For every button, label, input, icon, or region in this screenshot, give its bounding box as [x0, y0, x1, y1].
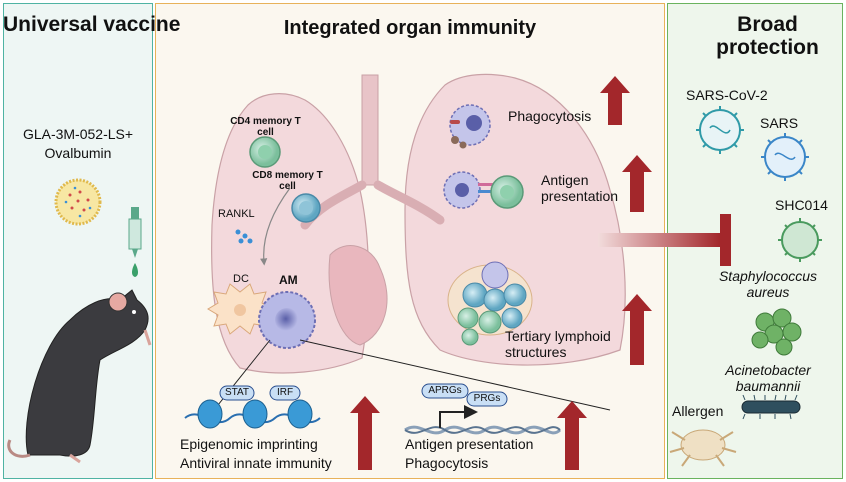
epigenomic-label: Epigenomic imprinting — [180, 436, 318, 452]
middle-panel-title: Integrated organ immunity — [283, 17, 537, 39]
stat-label: STAT — [224, 387, 250, 398]
acinetobacter-label: Acinetobacter baumannii — [725, 362, 811, 394]
dna-gene-icon — [404, 383, 562, 435]
antiviral-label: Antiviral innate immunity — [180, 455, 332, 471]
tls-label: Tertiary lymphoid structures — [505, 328, 611, 360]
cd4-label: CD4 memory T cell — [230, 116, 301, 138]
rankl-molecules-icon — [235, 229, 253, 244]
sars-label: SARS — [760, 115, 799, 131]
rankl-label: RANKL — [218, 208, 255, 220]
shc014-icon — [778, 218, 822, 262]
sars-cov-2-label: SARS-CoV-2 — [686, 87, 768, 103]
heart — [328, 245, 388, 346]
antigen-presentation-icon — [443, 171, 524, 209]
mouse-icon — [7, 289, 152, 464]
aprgs-label: APRGs — [428, 385, 462, 396]
inhibition-arrow — [598, 214, 731, 266]
nanoparticle-icon — [54, 178, 102, 226]
dc-label: DC — [233, 273, 249, 285]
alveolar-macrophage-icon — [258, 291, 316, 349]
phagocytosis-label: Phagocytosis — [508, 108, 592, 124]
sars-icon — [761, 133, 809, 181]
cd8-label: CD8 memory T cell — [252, 170, 323, 192]
dendritic-cell-icon — [207, 283, 273, 335]
right-panel-title: Broad protection — [716, 13, 819, 59]
irf-label: IRF — [276, 387, 294, 398]
allergen-label: Allergen — [672, 403, 724, 419]
phagocyte-icon — [449, 104, 491, 149]
staphylococcus-aureus-icon — [751, 308, 802, 356]
dust-mite-icon — [669, 429, 737, 467]
increase-arrows — [350, 76, 652, 470]
bottom-phagocytosis-label: Phagocytosis — [405, 455, 489, 471]
left-panel-title: Universal vaccine — [3, 13, 181, 36]
tertiary-lymphoid-structure-icon — [447, 261, 533, 346]
acinetobacter-baumannii-icon — [741, 394, 801, 420]
vaccine-label: GLA-3M-052-LS+ Ovalbumin — [22, 126, 134, 161]
chromatin-icon — [184, 385, 321, 429]
sars-cov-2-icon — [696, 106, 744, 154]
trachea — [361, 74, 379, 186]
bottom-antigen-label: Antigen presentation — [405, 436, 534, 452]
staphylococcus-label: Staphylococcus aureus — [718, 268, 818, 300]
dropper-icon — [128, 207, 142, 277]
shc014-label: SHC014 — [775, 197, 828, 213]
am-label: AM — [279, 273, 298, 287]
antigen-presentation-label: Antigen presentation — [541, 172, 619, 204]
prgs-label: PRGs — [473, 393, 501, 404]
